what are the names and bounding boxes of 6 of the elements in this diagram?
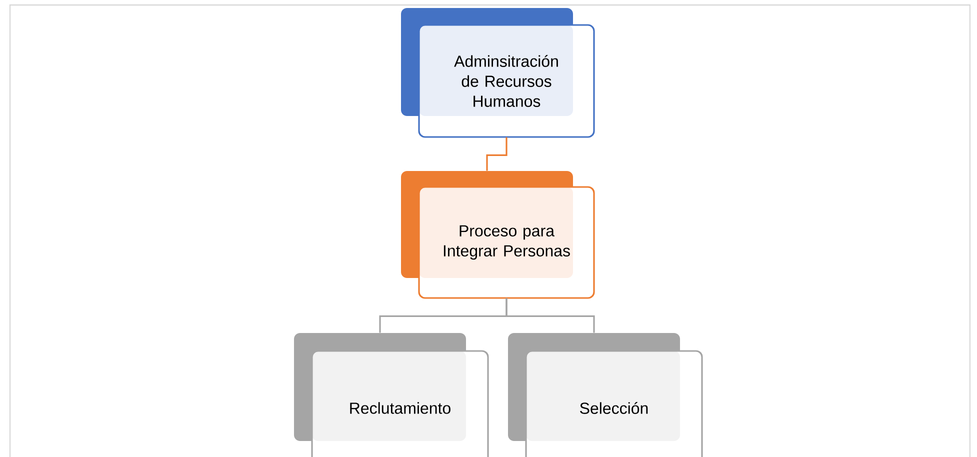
org-chart-box: Adminsitración de Recursos Humanos (401, 8, 595, 138)
connector-line (486, 137, 508, 171)
org-chart-box: Proceso para Integrar Personas (401, 171, 595, 299)
org-chart-box: Reclutamiento (294, 333, 489, 457)
connector-line (506, 298, 595, 333)
org-chart-box: Selección (508, 333, 703, 457)
